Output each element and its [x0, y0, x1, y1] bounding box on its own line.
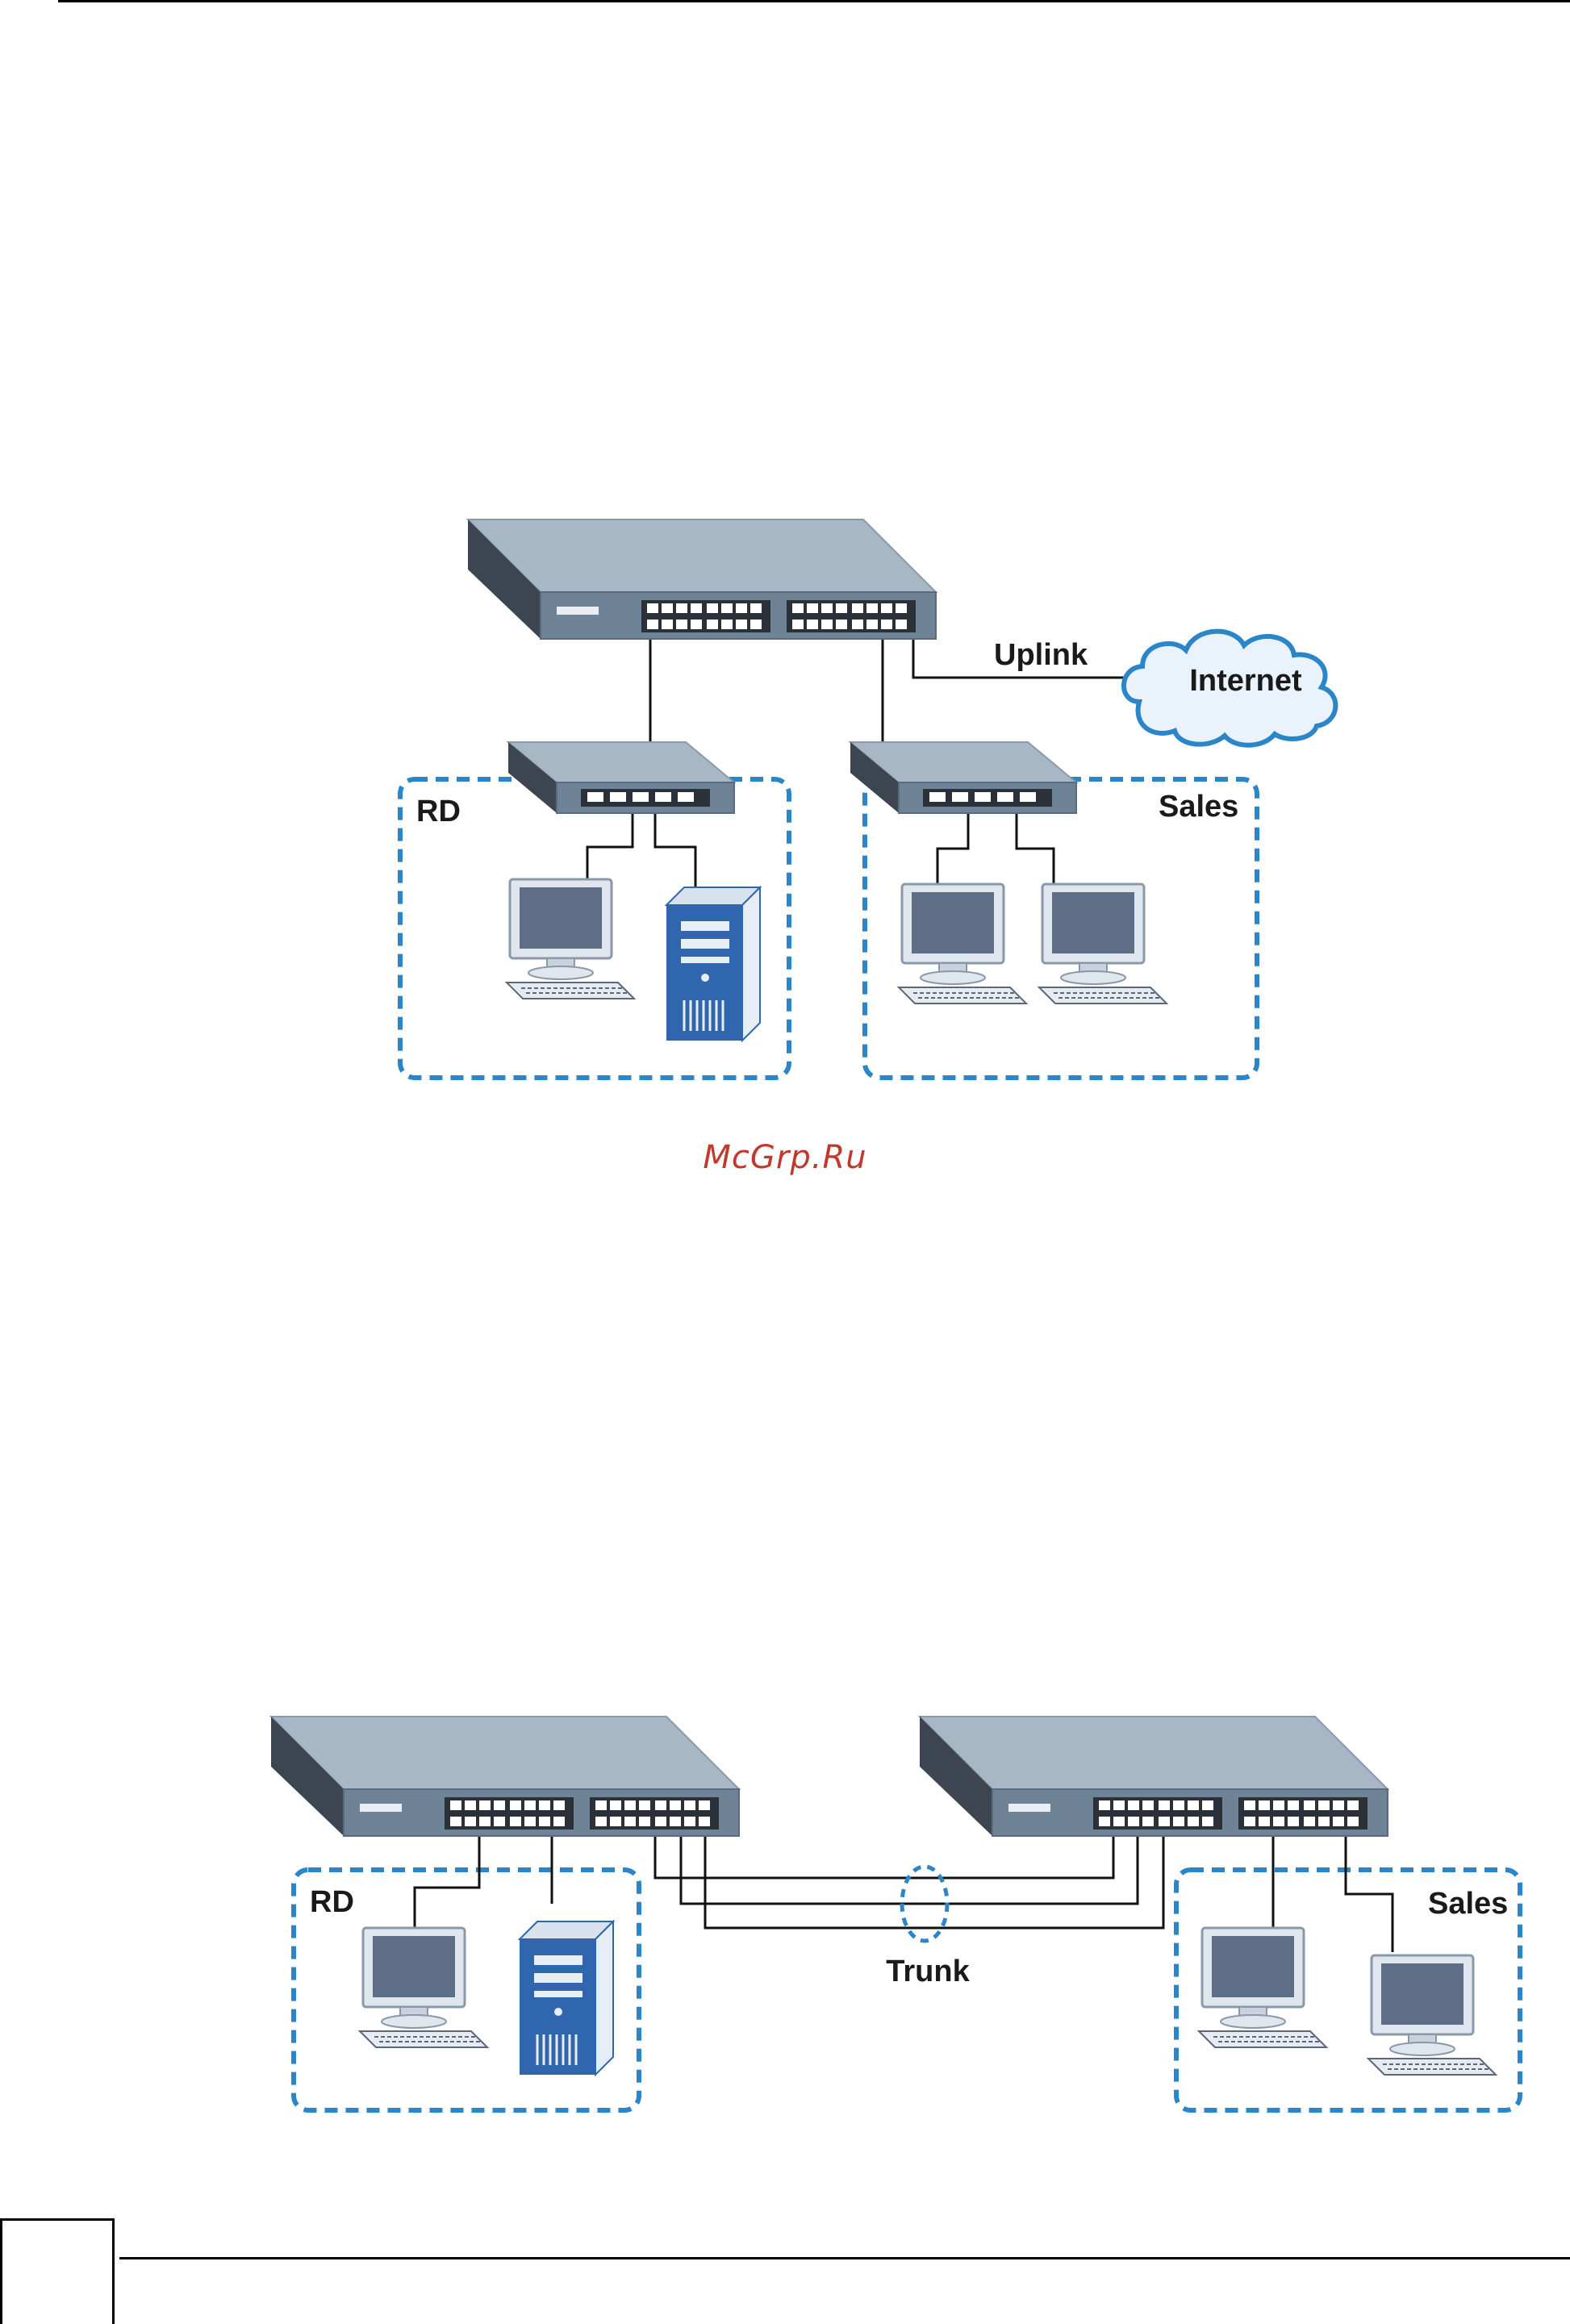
footer-rule	[119, 2257, 1570, 2259]
rd-switch-1	[508, 742, 734, 813]
internet-label: Internet	[1189, 664, 1302, 698]
sales-computer-2b	[1368, 1955, 1496, 2075]
rd-computer-2	[360, 1928, 487, 2047]
trunk-label: Trunk	[886, 1955, 970, 1988]
rd-label-2: RD	[310, 1885, 354, 1919]
switch-a-2	[271, 1717, 739, 1836]
sales-label: Sales	[1159, 790, 1238, 824]
sales-computer-2a	[1199, 1928, 1326, 2047]
rd-label: RD	[416, 795, 461, 828]
uplink-label: Uplink	[994, 638, 1088, 672]
diagram-1: Internet Uplink RD Sales	[400, 519, 1335, 1078]
sales-computer-1a	[899, 884, 1026, 1003]
rd-computer-1	[507, 879, 634, 999]
page-number-box	[0, 2218, 115, 2324]
diagram-2: Trunk RD Sales	[271, 1717, 1520, 2110]
switch-b-2	[920, 1717, 1388, 1836]
core-switch-1	[468, 519, 936, 639]
internet-cloud: Internet	[1124, 632, 1335, 745]
rd-server-2	[520, 1921, 613, 2075]
sales-switch-1	[850, 742, 1076, 813]
sales-computer-1b	[1039, 884, 1167, 1003]
sales-label-2: Sales	[1428, 1887, 1508, 1921]
watermark: McGrp.Ru	[0, 1139, 1570, 1176]
rd-server-1	[666, 887, 760, 1041]
